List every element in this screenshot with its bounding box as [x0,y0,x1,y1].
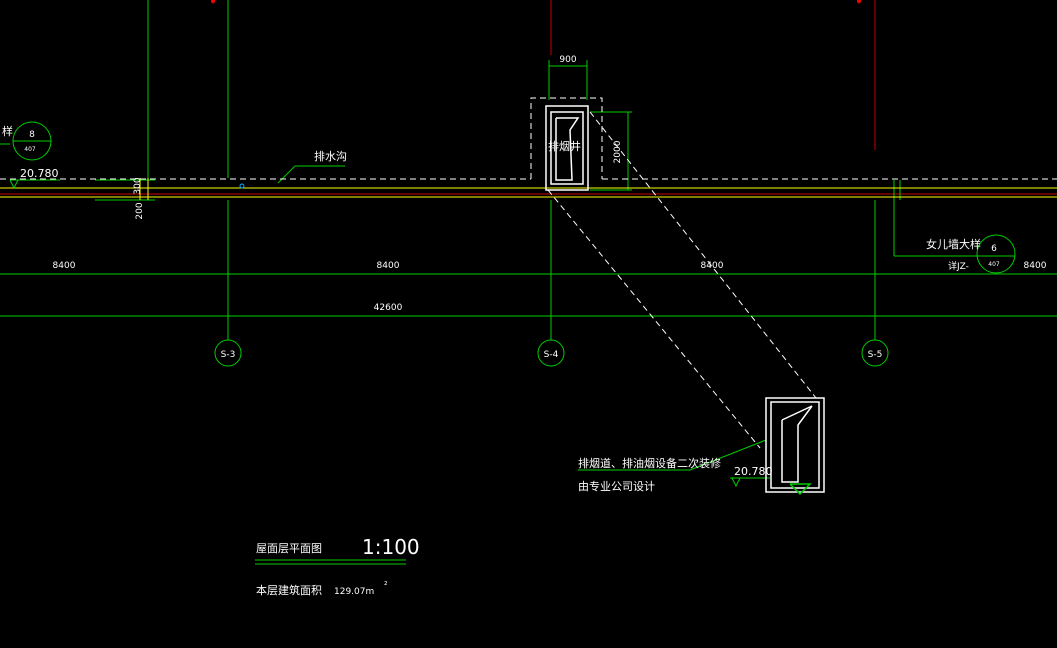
wall-lines [0,178,1057,200]
dashed-lines [0,97,1057,449]
dim-bay-2: 8400 [377,261,400,271]
note-line-1: 排烟道、排油烟设备二次装修 [578,456,721,470]
area-unit: ² [384,581,388,591]
dim-bay-3: 8400 [701,261,724,271]
area-value: 129.07m [334,587,374,597]
title-name: 屋面层平面图 [256,542,322,555]
label-parapet-ref: 详JZ- [948,260,969,272]
level-detail: 20.780 [734,465,773,478]
bubble-left-bottom: 407 [24,146,36,153]
area-label: 本层建筑面积 [256,583,322,597]
bubble-right-top: 6 [991,244,997,254]
bubble-right-bottom: 407 [988,261,1000,268]
dim-wall-300: 300 [133,177,143,194]
dim-shaft-height: 2000 [613,140,623,163]
dim-wall-200: 200 [135,202,145,219]
axis-label-s5: S-5 [868,350,883,360]
shaft-detail [765,397,825,496]
label-left-partial: 样 [2,124,13,138]
bubble-left-top: 8 [29,130,35,140]
label-shaft: 排烟井 [548,139,581,153]
dim-total: 42600 [374,303,403,313]
axis-label-s3: S-3 [221,350,236,360]
dim-bay-1: 8400 [53,261,76,271]
grid-lines [0,0,1057,565]
level-left: 20.780 [20,167,59,180]
smoke-shaft [545,105,589,191]
axis-bubbles [12,121,1016,367]
dim-bay-4: 8400 [1024,261,1047,271]
dim-shaft-width: 900 [559,55,576,65]
label-parapet: 女儿墙大样 [926,237,981,251]
note-line-2: 由专业公司设计 [578,479,655,493]
label-drain: 排水沟 [314,149,347,163]
axis-label-s4: S-4 [544,350,559,360]
title-scale: 1:100 [362,535,420,559]
